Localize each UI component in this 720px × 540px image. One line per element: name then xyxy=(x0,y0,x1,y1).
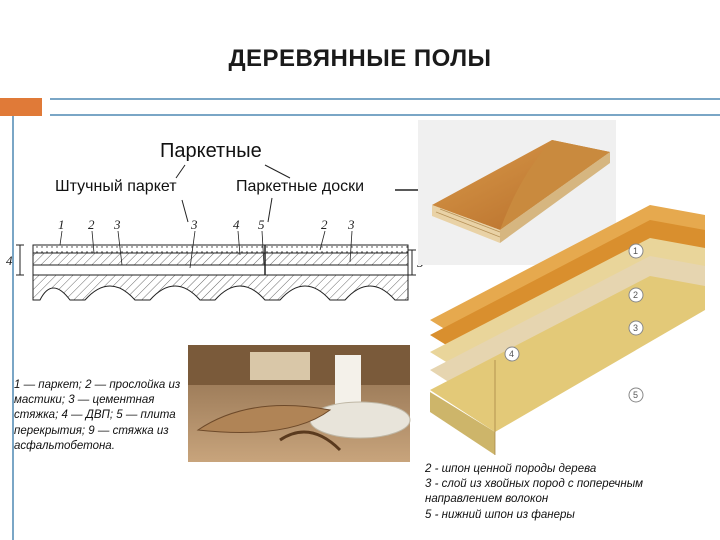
page-title: ДЕРЕВЯННЫЕ ПОЛЫ xyxy=(228,45,492,72)
subheading-piece-parquet: Штучный паркет xyxy=(55,178,177,195)
caption-line: 5 - нижний шпон из фанеры xyxy=(425,508,575,521)
diagram-number: 2 xyxy=(88,217,95,232)
layer-number: 2 xyxy=(633,290,638,300)
diagram-number: 1 xyxy=(58,217,65,232)
caption-line: 2 - шпон ценной породы дерева xyxy=(425,463,597,475)
layer-number: 1 xyxy=(633,246,638,256)
heading-parquet: Паркетные xyxy=(160,140,262,162)
accent-bar-blue xyxy=(50,98,720,116)
caption-layers-legend: 2 - шпон ценной породы дерева 3 - слой и… xyxy=(425,462,715,523)
diagram-number: 3 xyxy=(190,217,198,232)
parquet-board-photo xyxy=(418,120,616,265)
accent-bar-orange xyxy=(0,98,42,116)
left-rule xyxy=(12,116,14,540)
caption-line: 3 - слой из хвойных пород с поперечным xyxy=(425,478,644,491)
floor-section-drawing xyxy=(16,197,416,301)
caption-line: направлением волокон xyxy=(425,493,549,506)
layer-number: 4 xyxy=(509,349,514,359)
diagram-number: 4 xyxy=(233,217,240,232)
interior-floor-photo xyxy=(188,345,411,462)
diagram-number: 4 xyxy=(6,253,13,268)
diagram-number: 5 xyxy=(258,217,265,232)
caption-section-legend: 1 — паркет; 2 — прослойка из мастики; 3 … xyxy=(14,379,181,452)
layer-number: 3 xyxy=(633,323,638,333)
heading-connectors xyxy=(175,164,433,194)
diagram-number: 3 xyxy=(113,217,121,232)
diagram-number: 3 xyxy=(347,217,355,232)
subheading-parquet-boards: Паркетные доски xyxy=(236,178,365,195)
diagram-number: 2 xyxy=(321,217,328,232)
layer-number: 5 xyxy=(633,390,638,400)
